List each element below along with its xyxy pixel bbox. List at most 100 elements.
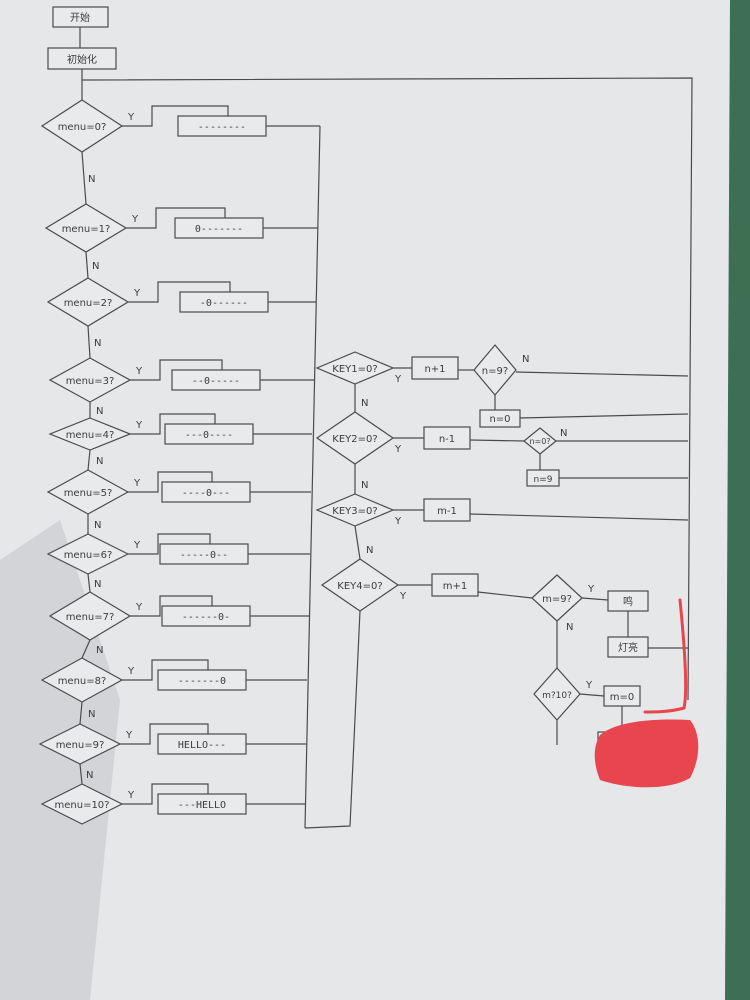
- display-box-label: 0-------: [195, 224, 243, 235]
- display-box-label: ----0---: [182, 488, 230, 499]
- n0-reset-label: n=0: [489, 414, 510, 425]
- menu-yes-label: Y: [135, 366, 143, 377]
- menu-yes-line: [128, 533, 211, 555]
- light-box: [607, 636, 649, 658]
- n0-label: n=0?: [529, 437, 550, 446]
- menu-no-line: [81, 151, 87, 205]
- key-no-line: [354, 525, 361, 560]
- menu-no-label: N: [92, 261, 99, 272]
- menu-decision-label: menu=4?: [66, 430, 115, 441]
- red-annotation-line: [643, 598, 688, 714]
- init-label: 初始化: [67, 53, 97, 66]
- menu-yes-label: Y: [133, 540, 141, 551]
- light-label: 灯亮: [618, 641, 638, 654]
- menu-yes-label: Y: [133, 288, 141, 299]
- menu-no-line: [81, 639, 91, 659]
- menu-decisions: menu=0?Y--------Nmenu=1?Y0-------Nmenu=2…: [38, 99, 320, 825]
- m9-label: m=9?: [542, 594, 572, 605]
- key-action-box: [411, 356, 459, 380]
- m10-yes-line: [579, 693, 605, 697]
- menu-yes-line: [128, 281, 231, 303]
- display-box-label: ---0----: [185, 430, 233, 441]
- menu-decision-label: menu=0?: [58, 122, 107, 133]
- m-minus-out: [469, 513, 689, 521]
- key-action-label: m-1: [437, 506, 457, 517]
- bus-to-key4: [304, 610, 361, 829]
- menu-decision-label: menu=2?: [64, 298, 113, 309]
- n0-no-label: N: [560, 428, 567, 439]
- key-yes-label: Y: [399, 591, 407, 602]
- menu-decision-label: menu=5?: [64, 488, 113, 499]
- display-box-label: ---HELLO: [178, 800, 226, 811]
- menu-no-line: [87, 573, 91, 593]
- menu-yes-label: Y: [133, 478, 141, 489]
- m9-yes-label: Y: [587, 584, 595, 595]
- key-no-label: N: [361, 398, 368, 409]
- key-decision-label: KEY1=0?: [332, 364, 377, 375]
- menu-yes-label: Y: [131, 214, 139, 225]
- menu-yes-line: [128, 471, 213, 493]
- display-box-label: --0-----: [192, 376, 240, 387]
- key-decisions: KEY1=0?Yn+1KEY2=0?Yn-1NKEY3=0?Ym-1NKEY4=…: [304, 351, 689, 829]
- menu-no-label: N: [86, 770, 93, 781]
- m-reset-label: m=0: [610, 692, 634, 703]
- key-action-box: [423, 426, 471, 450]
- menu-no-label: N: [94, 579, 101, 590]
- start-label: 开始: [70, 11, 90, 24]
- n0-reset-out: [519, 413, 689, 419]
- menu-yes-label: Y: [127, 666, 135, 677]
- menu-yes-line: [122, 783, 209, 805]
- menu-no-line: [79, 763, 83, 785]
- menu-yes-label: Y: [127, 790, 135, 801]
- menu-yes-label: Y: [135, 602, 143, 613]
- key-decision-label: KEY3=0?: [332, 506, 377, 517]
- menu-no-label: N: [94, 338, 101, 349]
- n9-no-line: [515, 371, 689, 377]
- m9-no-label: N: [566, 622, 573, 633]
- menu-yes-line: [122, 105, 229, 127]
- menu-yes-label: Y: [127, 112, 135, 123]
- n-check-branch: n=9? n=0 N n=0? n=9 N: [473, 344, 689, 487]
- n9-reset-label: n=9: [534, 475, 553, 485]
- red-scribble: [594, 719, 699, 788]
- m10-yes-label: Y: [585, 680, 593, 691]
- menu-decision-label: menu=7?: [66, 612, 115, 623]
- menu-no-label: N: [88, 709, 95, 720]
- output-bus: [304, 125, 321, 829]
- n-minus-to-check: [469, 439, 525, 442]
- menu-no-label: N: [94, 520, 101, 531]
- menu-no-label: N: [96, 456, 103, 467]
- key-action-box: [423, 498, 471, 522]
- menu-yes-line: [130, 595, 213, 617]
- menu-yes-line: [122, 659, 209, 681]
- key-action-label: m+1: [443, 581, 467, 592]
- menu-decision-label: menu=1?: [62, 224, 111, 235]
- menu-no-label: N: [88, 174, 95, 185]
- n0-reset-box: [479, 409, 521, 428]
- menu-no-label: N: [96, 406, 103, 417]
- n9-no-label: N: [522, 354, 529, 365]
- key-yes-label: Y: [394, 516, 402, 527]
- menu-yes-label: Y: [125, 730, 133, 741]
- key-yes-label: Y: [394, 444, 402, 455]
- menu-decision-label: menu=3?: [66, 376, 115, 387]
- key-action-label: n-1: [439, 434, 455, 445]
- key-no-label: N: [361, 480, 368, 491]
- key-decision-label: KEY4=0?: [337, 581, 382, 592]
- display-box-label: HELLO---: [178, 740, 226, 751]
- display-box-label: -----0--: [180, 550, 228, 561]
- menu-yes-line: [130, 413, 216, 435]
- menu-decision-label: menu=10?: [55, 800, 110, 811]
- m9-yes-line: [581, 597, 609, 601]
- menu-yes-line: [126, 207, 226, 229]
- m-check-branch: m=9? Y 鸣 灯亮 N m?10? Y m=0: [531, 574, 688, 765]
- menu-no-line: [87, 325, 91, 359]
- key-action-box: [431, 573, 479, 597]
- menu-decision-label: menu=8?: [58, 676, 107, 687]
- key-no-label: N: [366, 545, 373, 556]
- key-action-label: n+1: [424, 364, 445, 375]
- menu-no-line: [85, 251, 89, 279]
- display-box-label: -------0: [178, 676, 226, 687]
- menu-decision-label: menu=9?: [56, 740, 105, 751]
- menu-no-line: [79, 701, 83, 725]
